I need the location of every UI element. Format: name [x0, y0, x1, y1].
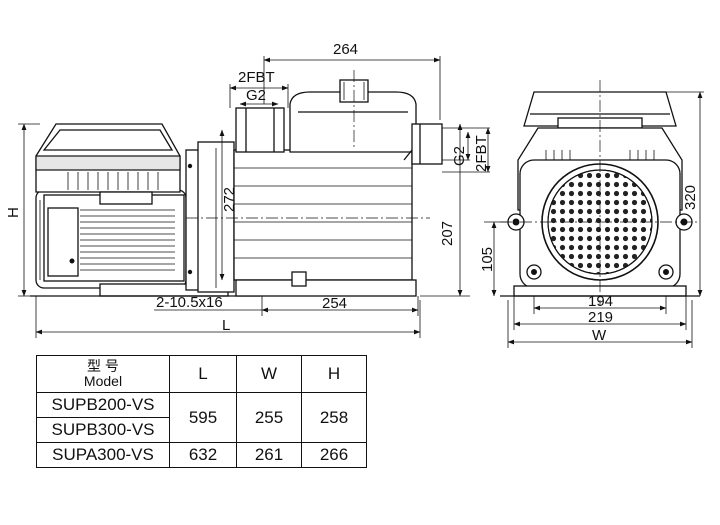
h-cell: 266 — [301, 442, 367, 468]
pump-housing — [233, 79, 443, 297]
table-row: SUPB200-VS 595 255 258 — [36, 392, 367, 443]
model-header: 型 号 Model — [36, 355, 170, 393]
model-cell: SUPB300-VS — [36, 417, 170, 443]
dim-207: 207 — [439, 221, 456, 246]
h-header: H — [301, 355, 367, 393]
l-cell: 632 — [169, 442, 237, 468]
dim-194: 194 — [588, 293, 613, 310]
dim-219: 219 — [588, 309, 613, 326]
dim-272: 272 — [221, 187, 238, 212]
model-cell: SUPA300-VS — [36, 442, 170, 468]
front-view — [500, 80, 700, 306]
dim-l: L — [222, 317, 230, 334]
dim-320: 320 — [682, 185, 699, 210]
pump-dimension-drawing: 264 2FBT G2 272 207 G2 2FBT H — [5, 41, 704, 348]
table-row: SUPA300-VS 632 261 266 — [36, 442, 367, 468]
front-dimensions: 105 320 194 219 W — [479, 91, 704, 348]
h-cell: 258 — [301, 392, 367, 443]
controller — [35, 123, 181, 205]
dim-2fbt-top: 2FBT — [238, 69, 275, 86]
w-header: W — [236, 355, 302, 393]
w-cell: 261 — [236, 442, 302, 468]
dim-h: H — [5, 207, 22, 218]
side-view — [30, 79, 443, 297]
l-header: L — [169, 355, 237, 393]
model-header-en: Model — [83, 373, 123, 389]
dim-254: 254 — [322, 295, 347, 312]
side-dimensions: 264 2FBT G2 272 207 G2 2FBT H — [5, 41, 491, 338]
dim-g2-right: G2 — [451, 146, 468, 166]
dim-2fbt-right: 2FBT — [473, 135, 490, 172]
model-cell: SUPB200-VS — [36, 392, 170, 418]
dim-264: 264 — [333, 41, 358, 58]
spec-table: 型 号 Model L W H SUPB200-VS 595 255 258 S… — [36, 355, 367, 468]
spec-header-row: 型 号 Model L W H — [36, 355, 367, 393]
dim-holes: 2-10.5x16 — [156, 294, 223, 311]
w-cell: 255 — [236, 392, 302, 443]
dim-w: W — [592, 327, 607, 344]
model-header-cn: 型 号 — [87, 358, 119, 374]
dim-g2-top: G2 — [246, 87, 266, 104]
dim-105: 105 — [479, 247, 496, 272]
l-cell: 595 — [169, 392, 237, 443]
